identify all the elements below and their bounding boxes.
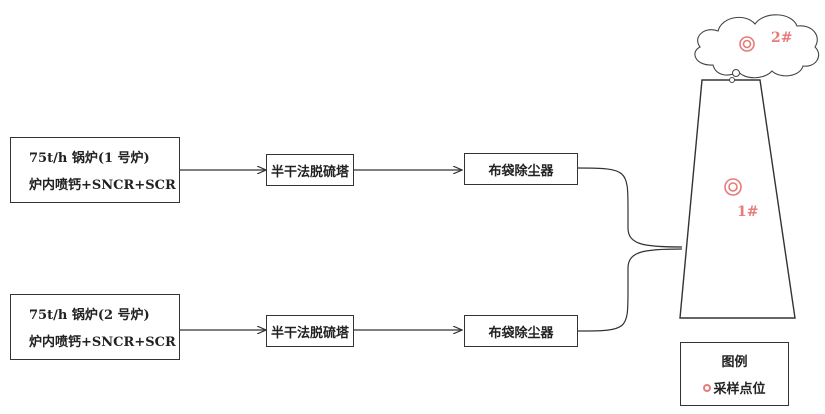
bag-filter-1: 布袋除尘器 xyxy=(464,153,578,185)
smoke-cloud xyxy=(694,14,820,79)
boiler-2-treatment: 炉内喷钙+SNCR+SCR xyxy=(29,335,176,350)
smoke-puff-1 xyxy=(732,69,740,77)
bag-filter-2: 布袋除尘器 xyxy=(464,315,578,347)
chimney-stack xyxy=(679,79,796,319)
boiler-2-title: 75t/h 锅炉(2 号炉) xyxy=(29,308,150,323)
sampling-point-icon xyxy=(703,383,712,392)
desulfurization-tower-2: 半干法脱硫塔 xyxy=(266,315,354,347)
legend-item: 采样点位 xyxy=(703,378,766,397)
merge-line-upper xyxy=(577,167,683,248)
desulfurization-tower-1: 半干法脱硫塔 xyxy=(266,154,354,186)
merge-line-lower xyxy=(577,248,683,332)
sampling-marker-1 xyxy=(724,178,742,196)
legend-title: 图例 xyxy=(721,355,748,370)
smoke-puff-2 xyxy=(729,77,735,83)
legend-box: 图例 采样点位 xyxy=(680,342,789,406)
legend-item-label: 采样点位 xyxy=(713,382,766,397)
boiler-1-treatment: 炉内喷钙+SNCR+SCR xyxy=(29,178,176,193)
boiler-1-box: 75t/h 锅炉(1 号炉) 炉内喷钙+SNCR+SCR xyxy=(10,137,180,203)
sampling-point-2-label: 2# xyxy=(771,30,793,46)
boiler-1-title: 75t/h 锅炉(1 号炉) xyxy=(29,151,150,166)
sampling-marker-2 xyxy=(739,36,755,52)
sampling-point-1-label: 1# xyxy=(737,204,759,220)
boiler-2-box: 75t/h 锅炉(2 号炉) 炉内喷钙+SNCR+SCR xyxy=(10,294,180,360)
